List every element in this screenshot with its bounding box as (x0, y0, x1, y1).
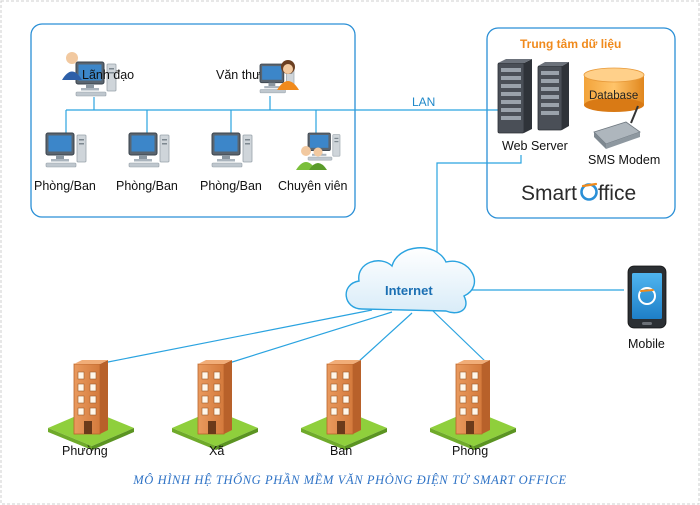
database-label: Database (589, 90, 638, 102)
building-node-1: Phường (47, 359, 135, 458)
database-icon (583, 67, 645, 112)
web-server-label: Web Server (502, 139, 568, 153)
clerk-label: Văn thư (216, 68, 261, 82)
sms-modem-node: SMS Modem (588, 105, 660, 167)
building-icon (300, 359, 388, 451)
building-icon (171, 359, 259, 451)
building-node-2: Xã (171, 359, 259, 458)
department-label: Phòng/Ban (116, 179, 178, 193)
department-label: Phòng/Ban (200, 179, 262, 193)
server-icon (497, 59, 569, 134)
datacenter-title: Trung tâm dữ liệu (520, 37, 621, 51)
mobile-node: Mobile (627, 265, 667, 351)
building-label: Ban (330, 444, 352, 458)
leader-label: Lãnh đạo (82, 68, 134, 82)
web-server-node: Web Server (497, 59, 569, 153)
clerk-node: Văn thư (216, 60, 299, 94)
specialist-node: Chuyên viên (278, 132, 348, 193)
cloud-icon (345, 247, 476, 314)
logo-o-icon (580, 182, 598, 201)
smartoffice-logo: Smart ffice (521, 182, 636, 205)
sms-modem-icon (593, 105, 641, 149)
department-node-1: Phòng/Ban (34, 132, 96, 193)
specialist-person-icon (301, 146, 311, 156)
smartphone-icon (627, 265, 667, 329)
department-node-2: Phòng/Ban (116, 132, 178, 193)
uplink-line (436, 155, 522, 219)
leader-person-icon (66, 52, 78, 64)
mobile-label: Mobile (628, 337, 665, 351)
building-label: Phường (62, 444, 108, 458)
diagram-caption: MÔ HÌNH HỆ THỐNG PHẦN MỀM VĂN PHÒNG ĐIỆN… (132, 472, 566, 487)
lan-label: LAN (412, 95, 435, 109)
department-node-3: Phòng/Ban (200, 132, 262, 193)
building-icon (429, 359, 517, 451)
internet-node: Internet (345, 247, 476, 314)
sms-modem-label: SMS Modem (588, 153, 660, 167)
connection-lines (65, 96, 624, 364)
brand-text-smart: Smart (521, 182, 577, 205)
database-node: Database (583, 67, 645, 112)
internet-label: Internet (385, 283, 433, 298)
building-label: Xã (209, 444, 224, 458)
leader-node: Lãnh đạo (62, 52, 134, 97)
specialist-label: Chuyên viên (278, 179, 348, 193)
brand-text-ffice: ffice (598, 182, 636, 205)
building-label: Phòng (452, 444, 488, 458)
building-icon (47, 359, 135, 451)
building-node-3: Ban (300, 359, 388, 458)
building-node-4: Phòng (429, 359, 517, 458)
department-label: Phòng/Ban (34, 179, 96, 193)
